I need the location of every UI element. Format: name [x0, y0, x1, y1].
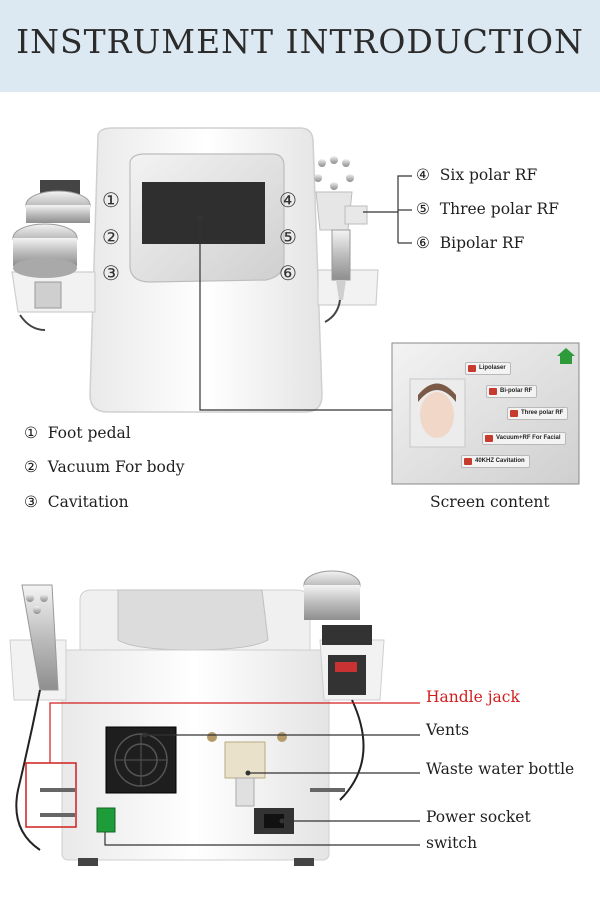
screen-button-vacuum-rf-facial[interactable]: Vacuum+RF For Facial [482, 432, 566, 445]
label-vents: Vents [426, 721, 470, 739]
label-text: Six polar RF [439, 166, 538, 184]
back-callouts [49, 702, 420, 846]
back-machine [9, 570, 385, 866]
label-num: ④ [416, 166, 430, 184]
label-cavitation: ③ Cavitation [24, 493, 129, 511]
label-waste-water-bottle: Waste water bottle [426, 760, 575, 778]
page-title: INSTRUMENT INTRODUCTION [16, 22, 584, 61]
screen-button-lipolaser[interactable]: Lipolaser [465, 362, 511, 375]
marker-1: ① [102, 188, 120, 212]
marker-5: ⑤ [279, 225, 297, 249]
label-text: Three polar RF [439, 200, 559, 218]
label-num: ② [24, 458, 38, 476]
label-bipolar-rf: ⑥ Bipolar RF [416, 234, 524, 252]
screen-pointer [196, 215, 392, 411]
home-icon[interactable] [557, 348, 575, 364]
label-switch: switch [426, 834, 478, 852]
screen-caption: Screen content [430, 493, 550, 511]
label-text: Vacuum For body [47, 458, 185, 476]
marker-4: ④ [279, 188, 297, 212]
rf-bracket [363, 175, 412, 244]
screen-button-bipolar-rf[interactable]: Bi-polar RF [486, 385, 538, 398]
screen-button-cavitation[interactable]: 40KHZ Cavitation [461, 455, 530, 468]
label-text: Cavitation [47, 493, 129, 511]
label-power-socket: Power socket [426, 808, 531, 826]
handle-jack-highlight [25, 762, 77, 828]
label-num: ⑤ [416, 200, 430, 218]
front-markers: ① ② ③ ④ ⑤ ⑥ [102, 188, 297, 285]
label-vacuum-body: ② Vacuum For body [24, 458, 185, 476]
marker-2: ② [102, 225, 120, 249]
label-three-polar-rf: ⑤ Three polar RF [416, 200, 559, 218]
label-foot-pedal: ① Foot pedal [24, 424, 131, 442]
label-text: Bipolar RF [439, 234, 525, 252]
label-text: Foot pedal [47, 424, 131, 442]
screen-button-three-polar-rf[interactable]: Three polar RF [507, 407, 569, 420]
label-handle-jack: Handle jack [426, 688, 520, 706]
label-num: ⑥ [416, 234, 430, 252]
label-six-polar-rf: ④ Six polar RF [416, 166, 537, 184]
label-num: ① [24, 424, 38, 442]
marker-6: ⑥ [279, 261, 297, 285]
marker-3: ③ [102, 261, 120, 285]
page-header: INSTRUMENT INTRODUCTION [0, 0, 600, 92]
front-machine [11, 127, 379, 413]
label-num: ③ [24, 493, 38, 511]
